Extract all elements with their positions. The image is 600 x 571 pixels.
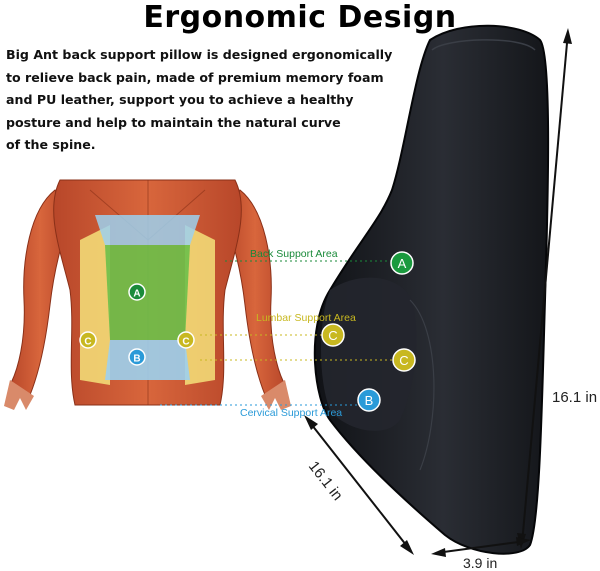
anatomy-marker-a: A [128,283,146,301]
page-title: Ergonomic Design [143,0,457,35]
width-dimension-label: 3.9 in [463,555,497,571]
pillow-marker-b: B [357,388,381,412]
depth-dimension-arrow [304,415,414,555]
description-line: to relieve back pain, made of premium me… [6,69,384,85]
svg-text:B: B [133,354,140,365]
description-line: Big Ant back support pillow is designed … [6,47,393,62]
svg-text:C: C [399,353,408,368]
description-line: and PU leather, support you to achieve a… [6,92,354,108]
back-support-label: Back Support Area [250,248,338,260]
width-dimension-arrow [431,537,531,557]
description-line: of the spine. [6,137,96,153]
anatomy-illustration: A C C B [4,179,291,410]
pillow-marker-a: A [390,251,414,275]
pillow-marker-c-lower: C [392,348,416,372]
description-line: posture and help to maintain the natural… [6,114,341,130]
svg-text:A: A [133,289,140,300]
svg-text:A: A [398,256,407,271]
anatomy-marker-b: B [128,348,146,366]
svg-text:B: B [365,393,374,408]
svg-text:C: C [328,328,337,343]
cervical-support-label: Cervical Support Area [240,407,342,419]
depth-dimension-label: 16.1 in [305,458,346,504]
pillow-marker-c-upper: C [321,323,345,347]
svg-text:C: C [84,337,91,348]
lumbar-support-label: Lumbar Support Area [256,312,356,324]
anatomy-marker-c-right: C [177,331,195,349]
anatomy-marker-c-left: C [79,331,97,349]
product-description: Big Ant back support pillow is designed … [6,44,393,157]
height-dimension-label: 16.1 in [552,389,597,406]
svg-text:C: C [182,337,189,348]
